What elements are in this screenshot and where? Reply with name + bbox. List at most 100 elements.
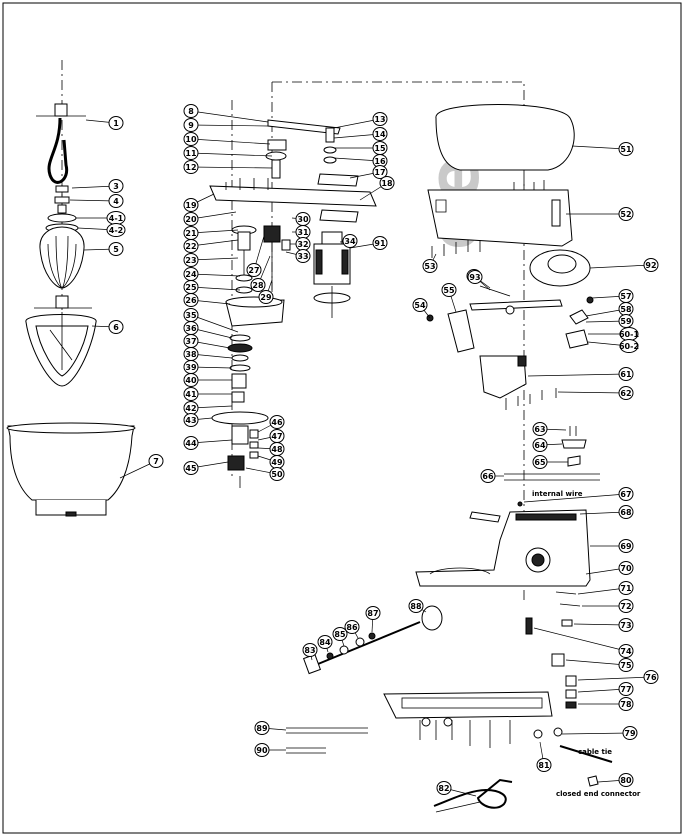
callout-bubble [302,643,318,657]
callout-54: 54 [412,298,428,312]
callout-bubble [108,194,124,208]
callout-bubble [618,697,634,711]
callout-bubble [536,758,552,772]
leader-line-73 [573,623,627,626]
callout-number: 13 [374,115,385,124]
leader-line-35 [190,314,239,333]
callout-number: 61 [620,370,632,379]
callout-63: 63 [532,422,548,436]
callout-60-2: 60-2 [619,339,639,353]
callout-number: 48 [271,445,283,454]
callout-bubble [618,599,634,613]
callout-number: 78 [620,700,632,709]
callout-number: 11 [185,149,197,158]
callout-bubble [254,743,270,757]
callout-number: 72 [620,602,631,611]
callout-number: 7 [153,457,159,466]
callout-number: 24 [185,270,197,279]
leader-line-71 [577,587,627,595]
callout-84: 84 [317,635,333,649]
callout-4: 4 [108,194,124,208]
callout-number: 22 [185,242,196,251]
callout-number: 63 [534,425,545,434]
callout-43: 43 [183,413,199,427]
callout-bubble [183,118,199,132]
callout-57: 57 [618,289,634,303]
leader-line-25 [190,286,241,291]
callout-number: 54 [414,301,426,310]
callout-bubble [295,249,311,263]
callout-68: 68 [618,505,634,519]
callout-number: 18 [381,179,393,188]
callout-71: 71 [618,581,634,595]
callout-number: 64 [534,441,546,450]
callout-39: 39 [183,360,199,374]
callout-number: 3 [113,182,119,191]
callout-86: 86 [344,620,360,634]
callout-14: 14 [372,127,388,141]
callout-48: 48 [269,442,285,456]
callout-60-1: 60-1 [619,327,639,341]
callout-1: 1 [108,116,124,130]
head-cover-group: internal wire [415,104,600,587]
callout-number: 41 [185,390,197,399]
callout-number: 1 [113,119,119,128]
callout-number: 29 [260,293,272,302]
callout-bubble [183,198,199,212]
callout-59: 59 [618,314,634,328]
callout-number: 47 [271,432,282,441]
callout-89: 89 [254,721,270,735]
callout-number: 66 [482,472,494,481]
callout-number: 17 [374,168,385,177]
callout-number: 12 [185,163,196,172]
callout-bubble [618,644,634,658]
callout-72: 72 [618,599,634,613]
callout-bubble [532,438,548,452]
callout-45: 45 [183,461,199,475]
callout-bubble [258,290,274,304]
callout-6: 6 [108,320,124,334]
callout-bubble [379,176,395,190]
callout-number: 60-1 [619,330,639,339]
callout-bubble [619,339,639,353]
callout-65: 65 [532,455,548,469]
callout-number: 33 [297,252,308,261]
callout-bubble [183,104,199,118]
callout-bubble [269,467,285,481]
callout-35: 35 [183,308,199,322]
callout-58: 58 [618,302,634,316]
callout-number: 81 [538,761,550,770]
callout-13: 13 [372,112,388,126]
callout-bubble [643,258,659,272]
callout-73: 73 [618,618,634,632]
leader-line-4 [69,199,117,202]
callout-number: 49 [271,458,283,467]
callout-bubble [344,620,360,634]
callout-number: 26 [185,296,197,305]
callout-bubble [250,278,266,292]
leader-line-92 [589,264,652,269]
callout-bubble [372,236,388,250]
callout-85: 85 [332,627,348,641]
leader-line-8 [190,110,269,123]
callout-75: 75 [618,658,634,672]
callout-30: 30 [295,212,311,226]
callout-52: 52 [618,207,634,221]
callout-38: 38 [183,347,199,361]
callout-82: 82 [436,781,452,795]
callout-93: 93 [467,270,483,284]
callout-50: 50 [269,467,285,481]
callout-42: 42 [183,401,199,415]
callout-69: 69 [618,539,634,553]
callout-bubble [183,293,199,307]
callout-number: 46 [271,418,283,427]
callout-number: 16 [374,157,386,166]
callout-number: 70 [620,564,632,573]
callout-bubble [618,207,634,221]
callout-number: 67 [620,490,631,499]
callout-bubble [269,415,285,429]
callout-9: 9 [183,118,199,132]
callout-number: 89 [256,724,268,733]
callout-number: 37 [185,337,196,346]
